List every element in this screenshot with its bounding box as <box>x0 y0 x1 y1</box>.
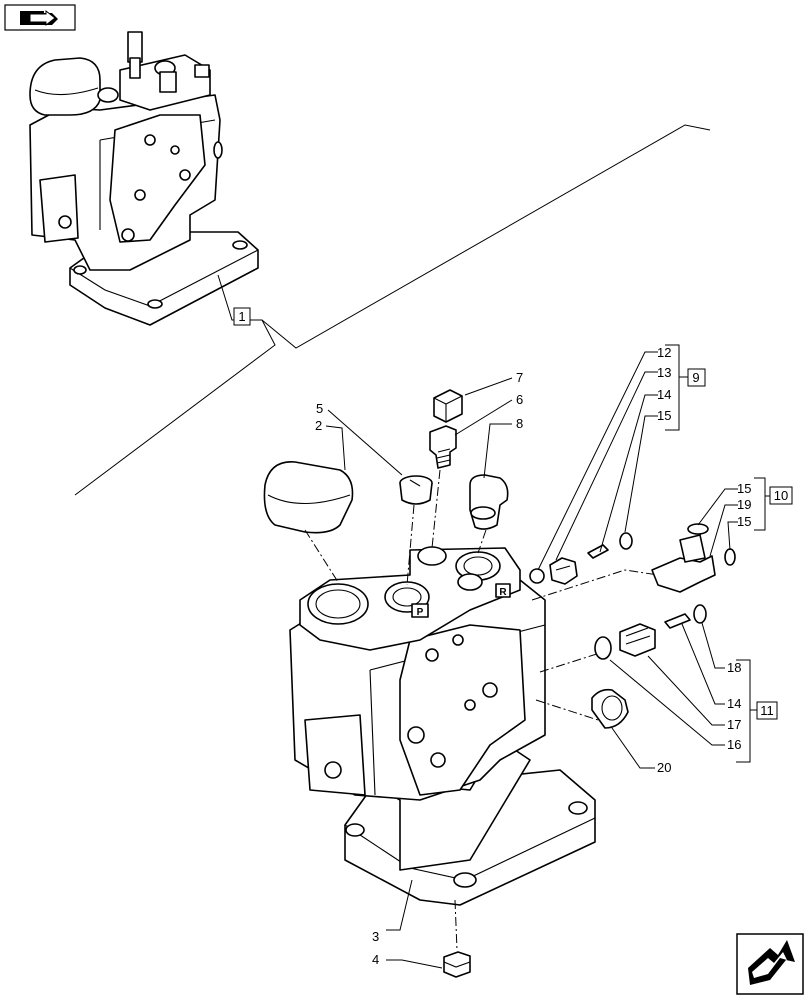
port-r-mark: R <box>499 587 507 598</box>
callout-4: 4 <box>372 952 379 967</box>
callout-8: 8 <box>516 416 523 431</box>
callout-box-9[interactable] <box>687 368 706 387</box>
part-2-cap <box>263 461 354 534</box>
callout-19: 19 <box>737 497 751 512</box>
callout-11: 11 <box>760 703 774 718</box>
part-5-plug <box>399 475 433 505</box>
callout-1: 1 <box>238 309 245 324</box>
callout-12: 12 <box>657 345 671 360</box>
callout-17: 17 <box>727 717 741 732</box>
callout-1-group: 1 <box>74 124 711 496</box>
main-valve-body: P R <box>289 546 596 906</box>
part-4-plug <box>443 951 471 978</box>
callout-box-1[interactable] <box>233 307 251 326</box>
callout-3: 3 <box>372 929 379 944</box>
callout-2: 2 <box>315 418 322 433</box>
callout-7: 7 <box>516 370 523 385</box>
callout-leaders <box>325 351 738 969</box>
part-7-nut <box>433 389 463 423</box>
callout-5: 5 <box>316 401 323 416</box>
callout-15-upper: 15 <box>737 481 751 496</box>
port-p-mark: P <box>417 607 424 618</box>
next-page-arrow-icon[interactable] <box>736 933 804 995</box>
callout-16: 16 <box>727 737 741 752</box>
assembled-valve-overview <box>29 31 259 326</box>
assembly-lines <box>304 469 659 951</box>
callout-9: 9 <box>692 370 699 385</box>
group-9-parts <box>529 532 633 585</box>
callout-15: 15 <box>657 408 671 423</box>
part-20-plug <box>591 688 629 729</box>
callout-14-lower: 14 <box>727 696 741 711</box>
callout-18: 18 <box>727 660 741 675</box>
callout-labels: 5 2 3 4 7 6 8 12 13 14 15 9 15 19 15 10 … <box>315 345 788 967</box>
callout-6: 6 <box>516 392 523 407</box>
callout-14: 14 <box>657 387 671 402</box>
callout-13: 13 <box>657 365 671 380</box>
callout-20: 20 <box>657 760 671 775</box>
part-6-fitting <box>429 425 457 469</box>
callout-15-lower: 15 <box>737 514 751 529</box>
folder-arrow-icon[interactable] <box>4 4 76 31</box>
group-11-parts <box>594 604 707 660</box>
group-brackets <box>665 344 793 763</box>
callout-box-11[interactable] <box>756 701 778 720</box>
group-10-tee-fitting <box>651 523 736 593</box>
callout-10: 10 <box>774 488 788 503</box>
callout-box-10[interactable] <box>769 486 793 505</box>
part-8-filter <box>469 474 509 530</box>
